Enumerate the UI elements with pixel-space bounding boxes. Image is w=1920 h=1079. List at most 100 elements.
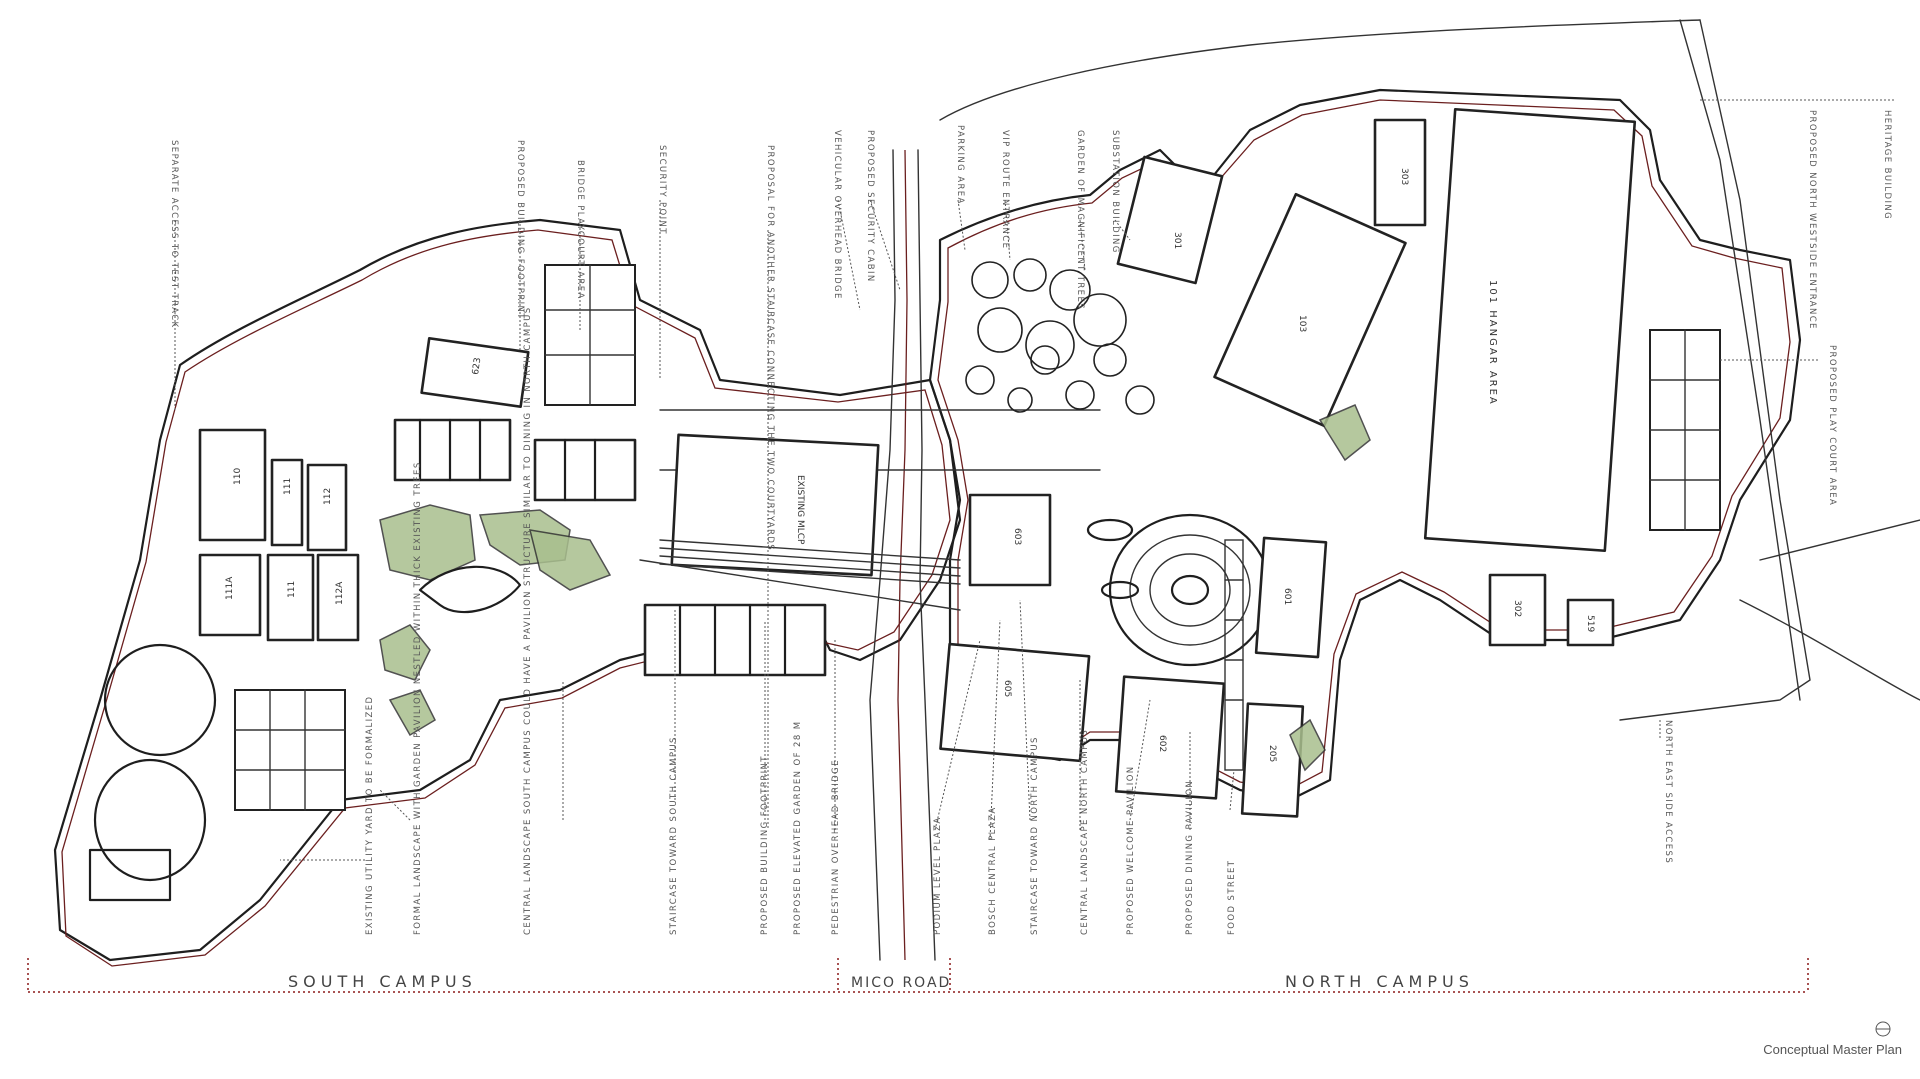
note-staircase-south: STAIRCASE TOWARD SOUTH CAMPUS	[669, 736, 679, 935]
note-another-staircase: PROPOSAL FOR ANOTHER STAIRCASE CONNECTIN…	[765, 145, 775, 551]
building-111-b	[266, 553, 315, 642]
south-lawn-3	[528, 529, 612, 591]
building-103-label: 103	[1297, 315, 1307, 332]
building-110-label: 110	[233, 468, 243, 485]
building-623	[420, 337, 530, 408]
building-605	[939, 642, 1091, 763]
note-central-landscape-north: CENTRAL LANDSCAPE NORTH CAMPUS	[1080, 729, 1090, 935]
note-proposed-footprint-bottom: PROPOSED BUILDING FOOTPRINT	[760, 755, 770, 935]
south-play-grid	[234, 689, 346, 811]
top-leaders	[174, 199, 1131, 830]
note-north-east-access: NORTH EAST SIDE ACCESS	[1663, 720, 1673, 864]
south-lawn-5	[388, 689, 436, 737]
building-601	[1254, 536, 1328, 659]
building-603	[968, 493, 1052, 587]
building-101-hangar	[1423, 107, 1637, 553]
note-bridge-playcourt: BRIDGE PLAYCOURT AREA	[575, 160, 585, 300]
building-601-label: 601	[1282, 588, 1292, 605]
note-substation: SUBSTATION BUILDING	[1110, 130, 1120, 254]
building-603-label: 603	[1012, 528, 1022, 545]
eastern-road	[1679, 19, 1801, 701]
building-205	[1240, 702, 1305, 818]
south-campus-boundary-red	[61, 229, 951, 967]
building-602	[1114, 675, 1226, 800]
building-111	[270, 458, 304, 547]
zone-strip	[27, 958, 1809, 993]
zone-south-campus: SOUTH CAMPUS	[288, 972, 477, 991]
proposed-building-footprint	[643, 603, 827, 677]
note-pedestrian-bridge: PEDESTRIAN OVERHEAD BRIDGE	[831, 759, 841, 935]
building-205-label: 205	[1267, 745, 1277, 762]
bottom-leaders	[280, 599, 1235, 861]
building-112A-label: 112A	[335, 581, 345, 605]
note-elevated-garden: PROPOSED ELEVATED GARDEN OF 28 M	[793, 721, 803, 935]
building-605-label: 605	[1002, 680, 1012, 697]
building-303-label: 303	[1399, 168, 1409, 185]
note-security-point: SECURITY POINT	[657, 145, 667, 235]
building-519	[1566, 598, 1615, 647]
note-parking-area: PARKING AREA	[955, 125, 965, 205]
bridge-playcourt-grid	[544, 264, 636, 406]
note-staircase-north: STAIRCASE TOWARD NORTH CAMPUS	[1030, 736, 1040, 935]
link-bridges-south	[393, 418, 637, 502]
building-519-label: 519	[1585, 615, 1595, 632]
building-602-label: 602	[1157, 735, 1167, 752]
north-arrow-icon	[1875, 1021, 1891, 1037]
right-leaders	[1659, 99, 1895, 740]
mico-road-right	[917, 149, 936, 961]
plan-title: Conceptual Master Plan	[1763, 1042, 1902, 1057]
south-lawn-1	[379, 504, 476, 581]
building-112	[306, 463, 348, 552]
note-vip-route: VIP ROUTE ENTRANCE	[1000, 130, 1010, 249]
note-welcome-pavilion: PROPOSED WELCOME PAVILION	[1126, 765, 1136, 935]
note-podium-plaza: PODIUM LEVEL PLAZA	[933, 816, 943, 935]
zone-mico-road: MICO ROAD	[851, 975, 951, 991]
building-302-label: 302	[1512, 600, 1522, 617]
building-111A	[198, 553, 262, 637]
south-central-pavilion	[418, 565, 522, 614]
existing-mlcp	[670, 433, 880, 577]
building-103	[1213, 192, 1407, 428]
building-101-label: 101 HANGAR AREA	[1487, 280, 1498, 406]
food-street	[1224, 539, 1244, 771]
building-112-label: 112	[323, 488, 333, 505]
note-dining-pavilion: PROPOSED DINING PAVILION	[1185, 780, 1195, 935]
note-central-landscape-south: CENTRAL LANDSCAPE SOUTH CAMPUS COULD HAV…	[523, 306, 533, 935]
mico-road-left	[869, 149, 896, 961]
south-ovals	[88, 643, 217, 902]
note-formal-landscape: FORMAL LANDSCAPE WITH GARDEN PAVILION NE…	[413, 461, 423, 935]
garden-of-magnificent-trees	[965, 258, 1155, 415]
note-food-street: FOOD STREET	[1227, 860, 1237, 935]
building-623-label: 623	[471, 357, 483, 375]
note-garden-trees: GARDEN OF MAGNIFICENT TREES	[1075, 130, 1085, 310]
existing-mlcp-label: EXISTING MLCP	[795, 475, 805, 545]
north-lawn-2	[1289, 718, 1326, 772]
note-north-westside-entrance: PROPOSED NORTH WESTSIDE ENTRANCE	[1807, 110, 1817, 330]
building-110	[198, 428, 267, 542]
building-111-label: 111	[283, 478, 293, 495]
northern-road-curve	[939, 19, 1701, 121]
north-play-court-grid	[1649, 329, 1721, 531]
northeast-road	[1739, 519, 1920, 701]
building-301	[1116, 155, 1224, 285]
zone-north-campus: NORTH CAMPUS	[1285, 972, 1474, 991]
building-303	[1373, 118, 1427, 227]
note-security-cabin: PROPOSED SECURITY CABIN	[865, 130, 875, 283]
building-301-label: 301	[1172, 232, 1182, 249]
note-separate-access: SEPARATE ACCESS TO TEST TRACK	[169, 140, 179, 329]
note-vehicular-bridge: VEHICULAR OVERHEAD BRIDGE	[832, 130, 842, 300]
south-campus-boundary	[53, 218, 962, 962]
note-play-court: PROPOSED PLAY COURT AREA	[1827, 345, 1837, 506]
south-lawn-4	[379, 624, 431, 681]
building-111-b-label: 111	[287, 581, 297, 598]
note-utility-yard: EXISTING UTILITY YARD TO BE FORMALIZED	[365, 696, 375, 936]
building-111A-label: 111A	[225, 576, 235, 600]
note-proposed-footprint-top: PROPOSED BUILDING FOOTPRINT	[515, 140, 525, 320]
staircase-south	[659, 539, 961, 585]
north-lawn-1	[1318, 404, 1371, 462]
note-bosch-plaza: BOSCH CENTRAL PLAZA	[988, 806, 998, 935]
building-112A	[316, 553, 360, 642]
building-302	[1488, 573, 1547, 647]
note-heritage-building: HERITAGE BUILDING	[1882, 110, 1892, 220]
